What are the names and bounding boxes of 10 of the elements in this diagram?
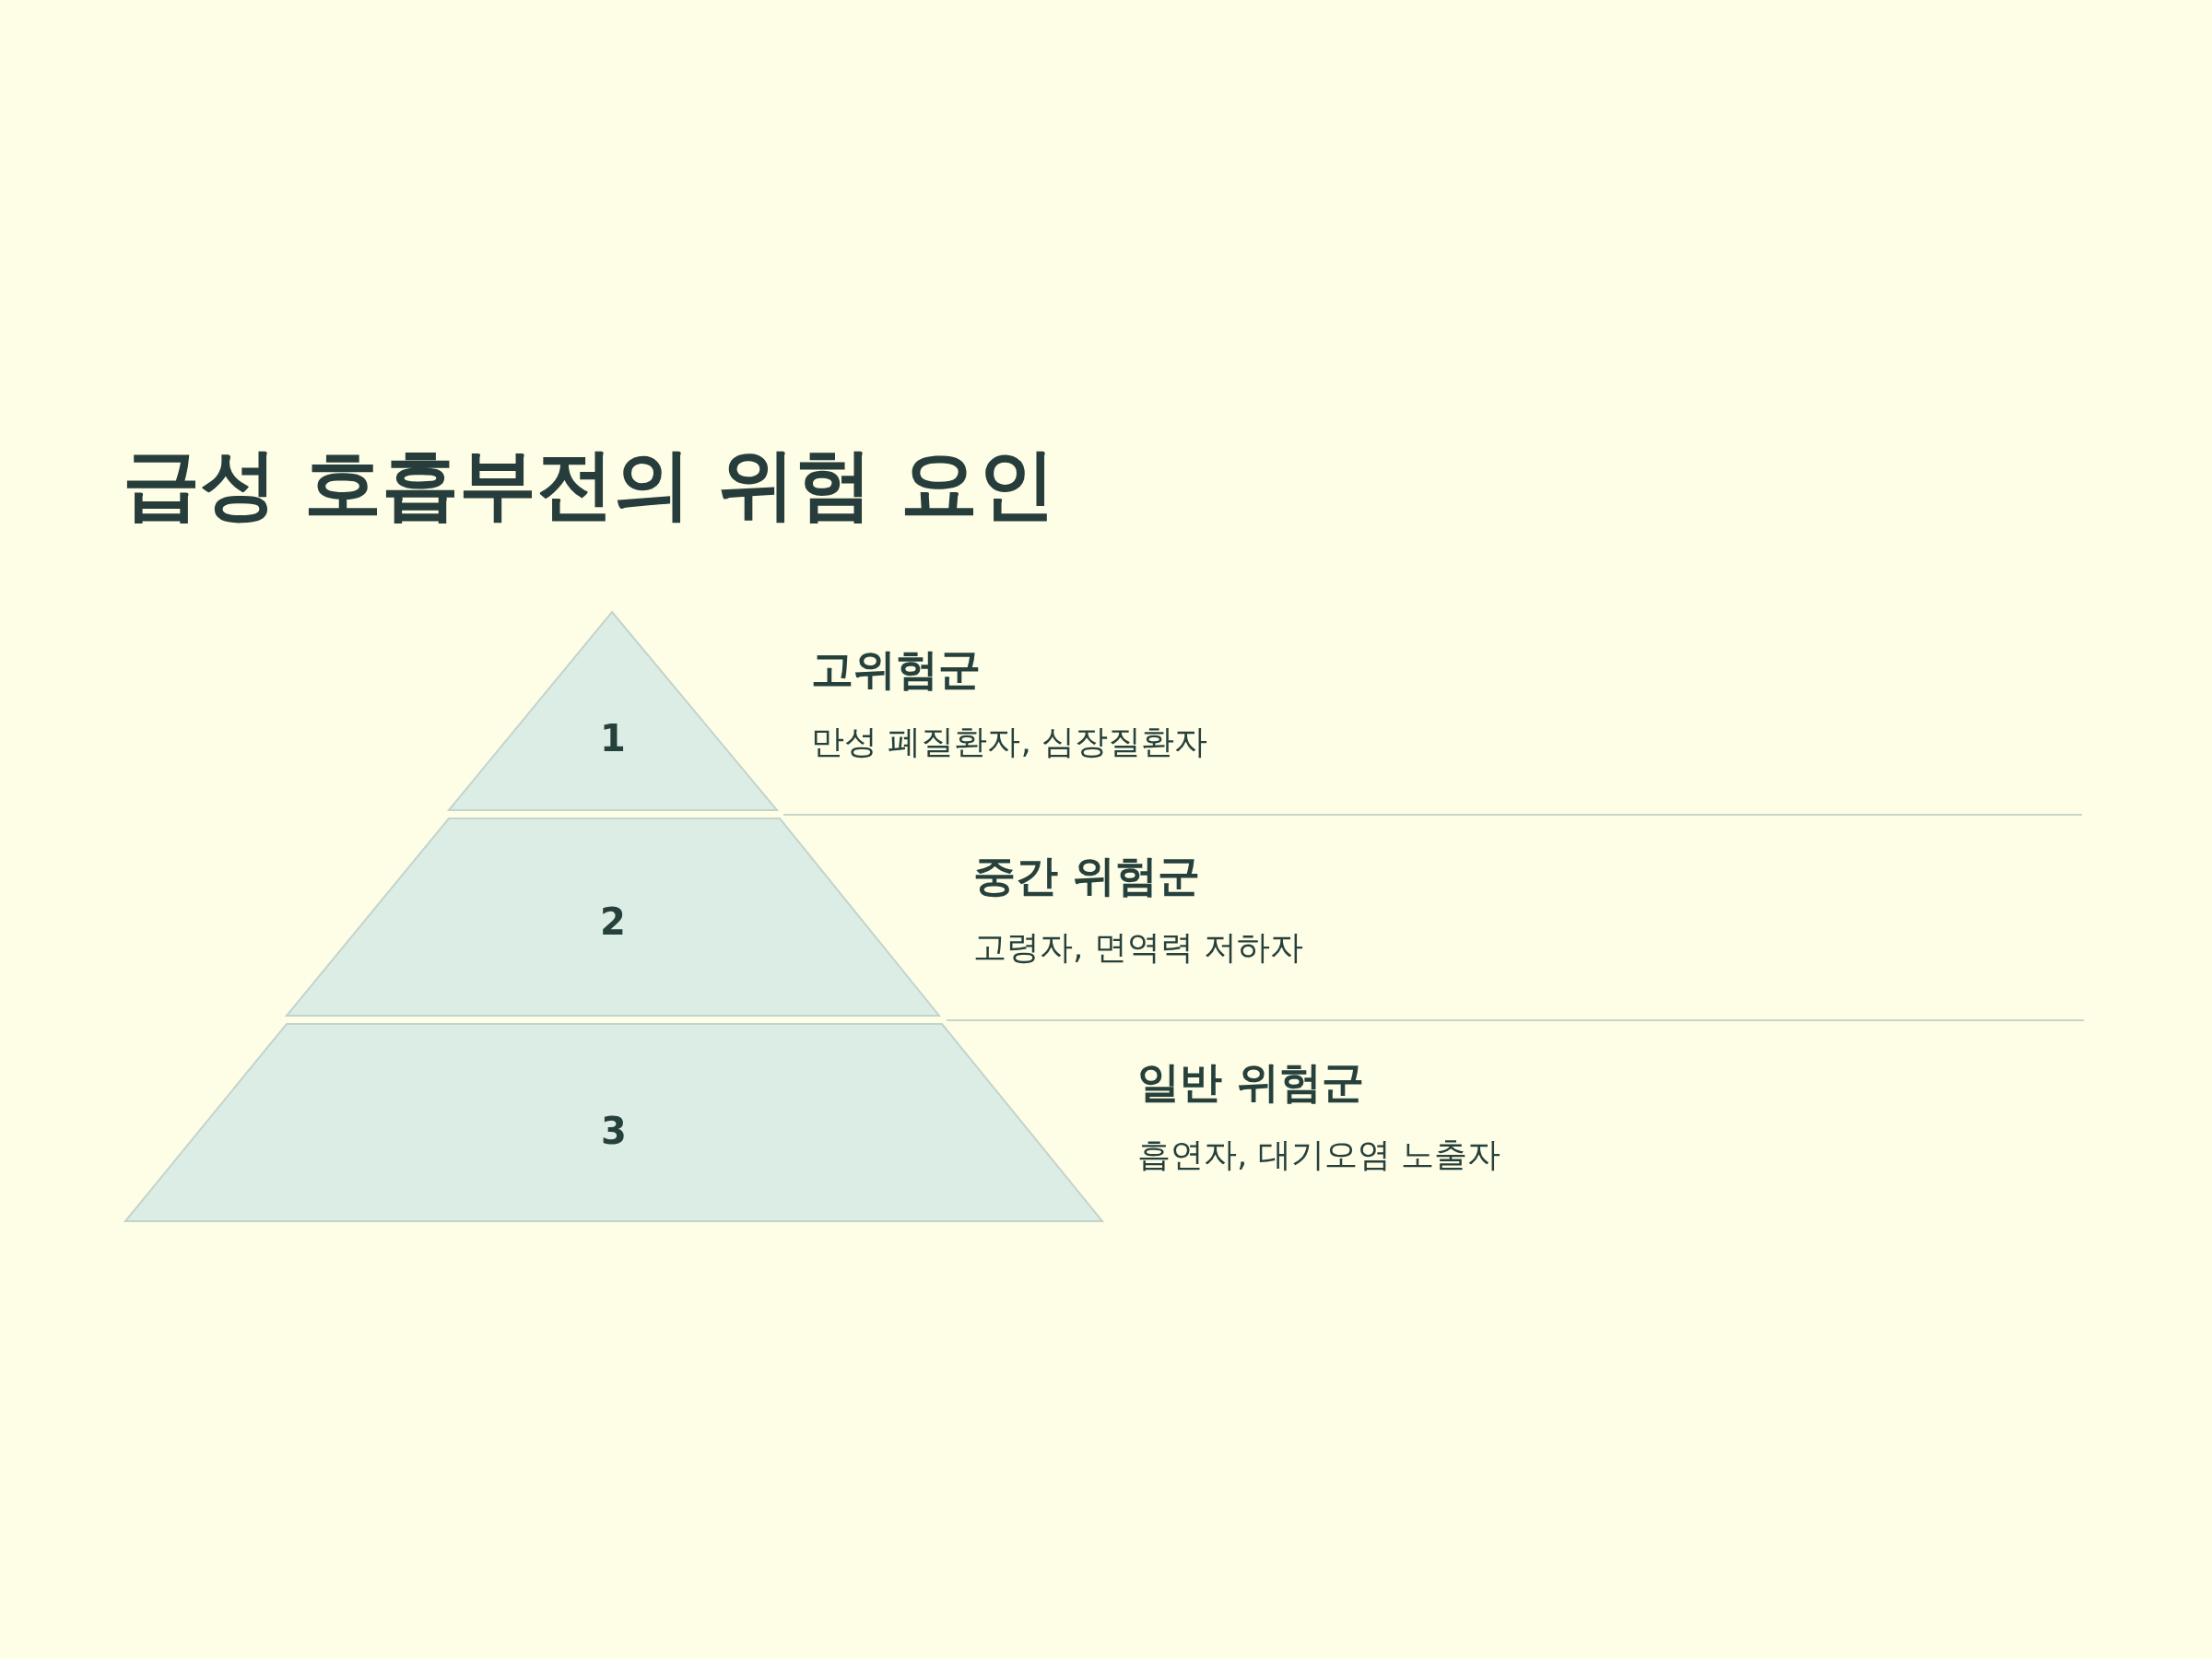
title: 급성 호흡부전의 위험 요인 <box>123 438 1055 531</box>
tier-number: 3 <box>600 1110 628 1152</box>
risk-group-heading: 중간 위험군 <box>973 850 1200 901</box>
risk-group-description: 만성 폐질환자, 심장질환자 <box>811 722 1208 762</box>
risk-group-description: 고령자, 면역력 저하자 <box>973 927 1304 968</box>
tier-number: 2 <box>599 900 627 943</box>
risk-group-heading: 일반 위험군 <box>1137 1056 1364 1108</box>
risk-group-description: 흡연자, 대기오염 노출자 <box>1137 1135 1501 1175</box>
tier-number: 1 <box>599 717 627 759</box>
risk-group-heading: 고위험군 <box>811 643 981 695</box>
